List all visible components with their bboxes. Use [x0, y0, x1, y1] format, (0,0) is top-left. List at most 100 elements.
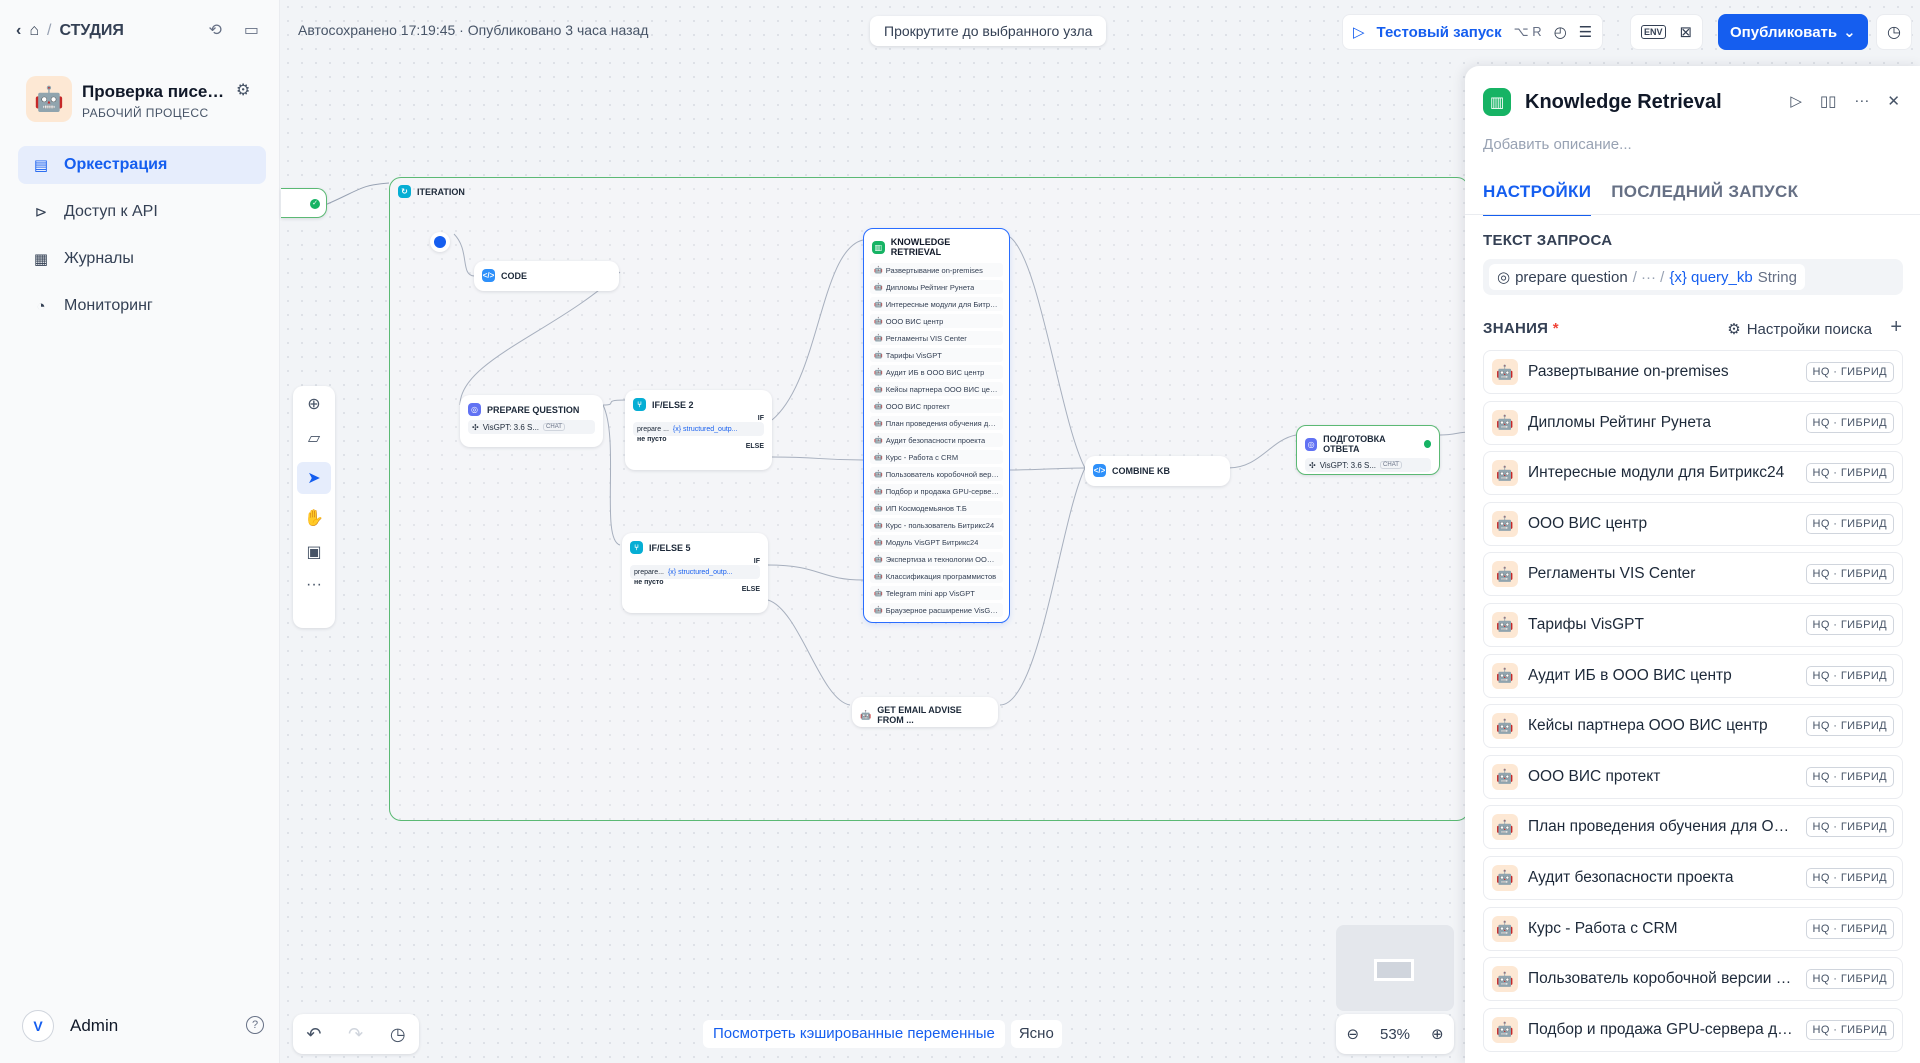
knowledge-retrieval-node[interactable]: ▥KNOWLEDGE RETRIEVAL 🤖Развертывание on-p… [863, 228, 1010, 623]
window-icon: ▤ [33, 157, 49, 174]
branch-icon: ⑂ [630, 541, 643, 554]
env-icon[interactable]: ENV [1641, 25, 1666, 39]
back-icon[interactable]: ‹ [16, 22, 22, 39]
minimap[interactable] [1336, 925, 1454, 1011]
bot-icon: 🤖 [1492, 359, 1518, 385]
search-settings-button[interactable]: ⚙Настройки поиска [1727, 320, 1872, 339]
dismiss-button[interactable]: Ясно [1010, 1020, 1062, 1048]
more-icon[interactable]: ··· [306, 576, 322, 593]
breadcrumb-separator: / [47, 22, 52, 39]
bot-icon: 🤖 [1492, 611, 1518, 638]
node-title: IF/ELSE 5 [649, 542, 691, 553]
view-cached-vars-button[interactable]: Посмотреть кэшированные переменные [703, 1020, 1005, 1048]
kr-item-label: Аудит ИБ в ООО ВИС центр [885, 367, 985, 377]
help-icon[interactable]: ? [246, 1016, 264, 1034]
tab-last-run[interactable]: ПОСЛЕДНИЙ ЗАПУСК [1611, 182, 1799, 201]
email-advise-node[interactable]: 🤖GET EMAIL ADVISE FROM ... [852, 697, 998, 727]
zoom-out-icon[interactable]: ⊖ [1346, 1026, 1360, 1043]
kr-item-label: Регламенты VIS Center [885, 333, 967, 343]
query-node: prepare question [1515, 268, 1628, 286]
zoom-level[interactable]: 53% [1379, 1025, 1411, 1043]
more-icon[interactable]: ··· [1854, 92, 1870, 109]
variables-icon[interactable]: ☰ [1578, 24, 1593, 41]
breadcrumb-studio[interactable]: СТУДИЯ [59, 22, 124, 39]
add-knowledge-icon[interactable]: + [1890, 316, 1902, 338]
ifelse2-node[interactable]: ⑂IF/ELSE 2 IF prepare ...{x} structured_… [625, 390, 772, 470]
chat-tag: CHAT [1380, 461, 1402, 469]
sidebar: ‹ ⌂ / СТУДИЯ ⟲ ▭ 🤖 Проверка писем и форм… [0, 0, 280, 1063]
kr-item-label: Развертывание on-premises [885, 265, 983, 275]
history-icon[interactable]: ◷ [389, 1023, 406, 1044]
description-input[interactable]: Добавить описание... [1483, 136, 1632, 153]
retrieval-mode-badge: HQ · ГИБРИД [1805, 918, 1894, 939]
conversation-vars-icon[interactable]: ⊠ [1679, 24, 1693, 41]
docs-icon[interactable]: ▯▯ [1819, 93, 1837, 110]
zoom-in-icon[interactable]: ⊕ [1430, 1026, 1444, 1043]
minimap-viewport[interactable] [1374, 959, 1414, 981]
kr-item: 🤖План проведения обучения для ООО [870, 416, 1003, 430]
sidebar-item-api[interactable]: ⊳Доступ к API [18, 193, 266, 231]
checklist-icon[interactable]: ◴ [1553, 24, 1567, 41]
redo-icon[interactable]: ↷ [348, 1023, 364, 1044]
scroll-to-node-button[interactable]: Прокрутите до выбранного узла [870, 16, 1107, 46]
chat-tag: CHAT [543, 423, 565, 431]
prepare-question-node[interactable]: ◎PREPARE QUESTION ✣VisGPT: 3.6 S...CHAT [460, 395, 603, 447]
close-icon[interactable]: ✕ [1887, 93, 1900, 110]
condition-chip: prepare ...{x} structured_outp... [633, 422, 764, 436]
retrieval-mode-badge: HQ · ГИБРИД [1805, 412, 1894, 433]
sidebar-item-orchestration[interactable]: ▤Оркестрация [18, 146, 266, 184]
refresh-icon[interactable]: ⟲ [208, 22, 222, 39]
run-node-icon[interactable]: ▷ [1790, 93, 1802, 110]
kr-item: 🤖Развертывание on-premises [870, 263, 1003, 277]
undo-icon[interactable]: ↶ [306, 1023, 322, 1044]
knowledge-item[interactable]: 🤖Пользователь коробочной версии Битрикс2… [1483, 957, 1903, 1002]
add-node-icon[interactable]: ⊕ [307, 396, 321, 413]
kr-item: 🤖Кейсы партнера ООО ВИС центр [870, 382, 1003, 396]
app-settings-icon[interactable]: ⚙ [236, 82, 251, 99]
organize-icon[interactable]: ▣ [306, 544, 322, 561]
history-icon[interactable]: ◷ [1876, 14, 1912, 50]
bot-icon: 🤖 [874, 335, 883, 342]
start-node[interactable]: ✓ [281, 188, 327, 218]
iteration-start-node[interactable] [430, 232, 450, 252]
kr-item-label: Модуль VisGPT Битрикс24 [885, 537, 979, 547]
kr-item: 🤖Курс - пользователь Битрикс24 [870, 518, 1003, 532]
ifelse5-node[interactable]: ⑂IF/ELSE 5 IF prepare...{x} structured_o… [622, 533, 768, 613]
book-icon: ▥ [872, 240, 885, 254]
prepare-answer-node[interactable]: ◎ПОДГОТОВКА ОТВЕТА ✣VisGPT: 3.6 S...CHAT [1296, 425, 1440, 475]
user-menu[interactable]: V Admin [22, 1010, 118, 1042]
knowledge-item[interactable]: 🤖План проведения обучения для ООО ВИСHQ … [1483, 805, 1903, 850]
sidebar-item-monitoring[interactable]: ◔Мониторинг [18, 287, 266, 325]
home-icon[interactable]: ⌂ [29, 22, 39, 39]
test-run-button[interactable]: Тестовый запуск [1376, 23, 1502, 41]
branch-icon: ⑂ [633, 398, 646, 411]
sidebar-item-logs[interactable]: ▦Журналы [18, 240, 266, 278]
play-icon[interactable]: ▷ [1353, 24, 1365, 41]
kr-item-label: Тарифы VisGPT [885, 350, 942, 360]
query-variable-selector[interactable]: ◎ prepare question / ··· / {x} query_kb … [1483, 259, 1903, 295]
publish-button[interactable]: Опубликовать⌄ [1718, 14, 1868, 50]
tab-settings[interactable]: НАСТРОЙКИ [1483, 182, 1592, 216]
query-variable-chip[interactable]: ◎ prepare question / ··· / {x} query_kb … [1489, 264, 1805, 290]
code-node[interactable]: </>CODE [474, 261, 619, 291]
collapse-sidebar-icon[interactable]: ▭ [243, 22, 259, 39]
condition-field: {x} structured_outp... [672, 425, 738, 433]
combine-kb-node[interactable]: </>COMBINE KB [1085, 456, 1230, 486]
add-note-icon[interactable]: ▱ [307, 430, 321, 447]
panel-title[interactable]: Knowledge Retrieval [1525, 90, 1722, 113]
bot-icon: 🤖 [874, 352, 883, 359]
hand-icon[interactable]: ✋ [304, 510, 324, 527]
pointer-icon[interactable]: ➤ [297, 462, 331, 494]
